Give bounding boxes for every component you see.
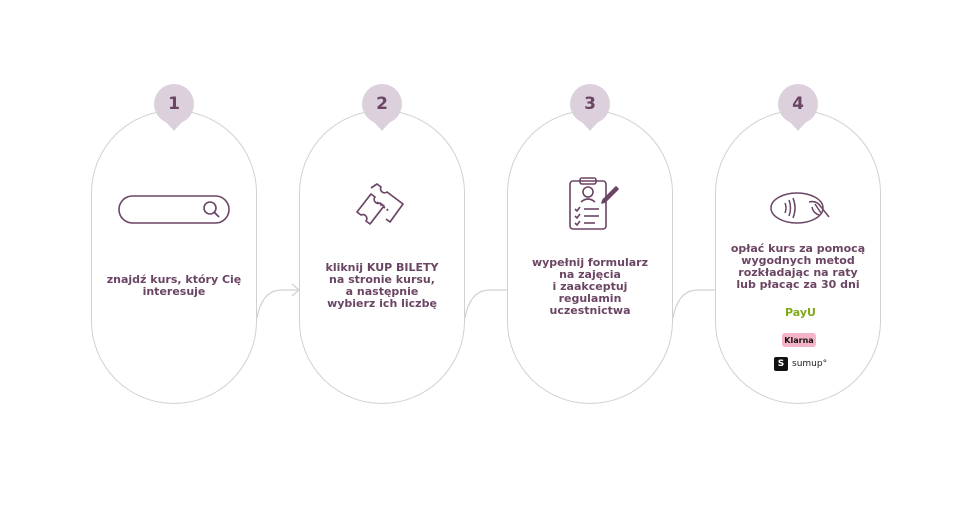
payu-logo: PayU <box>785 306 816 319</box>
step-3-badge: 3 <box>570 84 610 131</box>
sumup-logo-text: sumup° <box>792 359 828 369</box>
contactless-payment-icon <box>770 192 830 224</box>
step-1-badge: 1 <box>154 84 194 131</box>
step-2-text: kliknij KUP BILETY na stronie kursu, a n… <box>325 261 439 310</box>
sumup-mark-icon: S <box>774 357 788 371</box>
step-4-text: opłać kurs za pomocą wygodnych metod roz… <box>730 242 866 291</box>
search-bar-icon <box>118 195 230 224</box>
step-4-card <box>715 110 881 404</box>
step-2-badge: 2 <box>362 84 402 131</box>
step-3-text: wypełnij formularz na zajęcia i zaakcept… <box>531 256 649 317</box>
klarna-logo: Klarna <box>782 333 816 347</box>
step-3-number: 3 <box>584 94 596 114</box>
step-1-card <box>91 110 257 404</box>
step-1-text: znajdź kurs, który Cię interesuje <box>106 273 242 298</box>
tickets-icon <box>356 183 404 225</box>
step-2-card <box>299 110 465 404</box>
step-4-number: 4 <box>792 94 804 114</box>
step-3-card <box>507 110 673 404</box>
step-4-badge: 4 <box>778 84 818 131</box>
clipboard-form-icon <box>569 177 619 230</box>
sumup-logo: S sumup° <box>774 357 827 371</box>
step-2-number: 2 <box>376 94 388 114</box>
step-1-number: 1 <box>168 94 180 114</box>
